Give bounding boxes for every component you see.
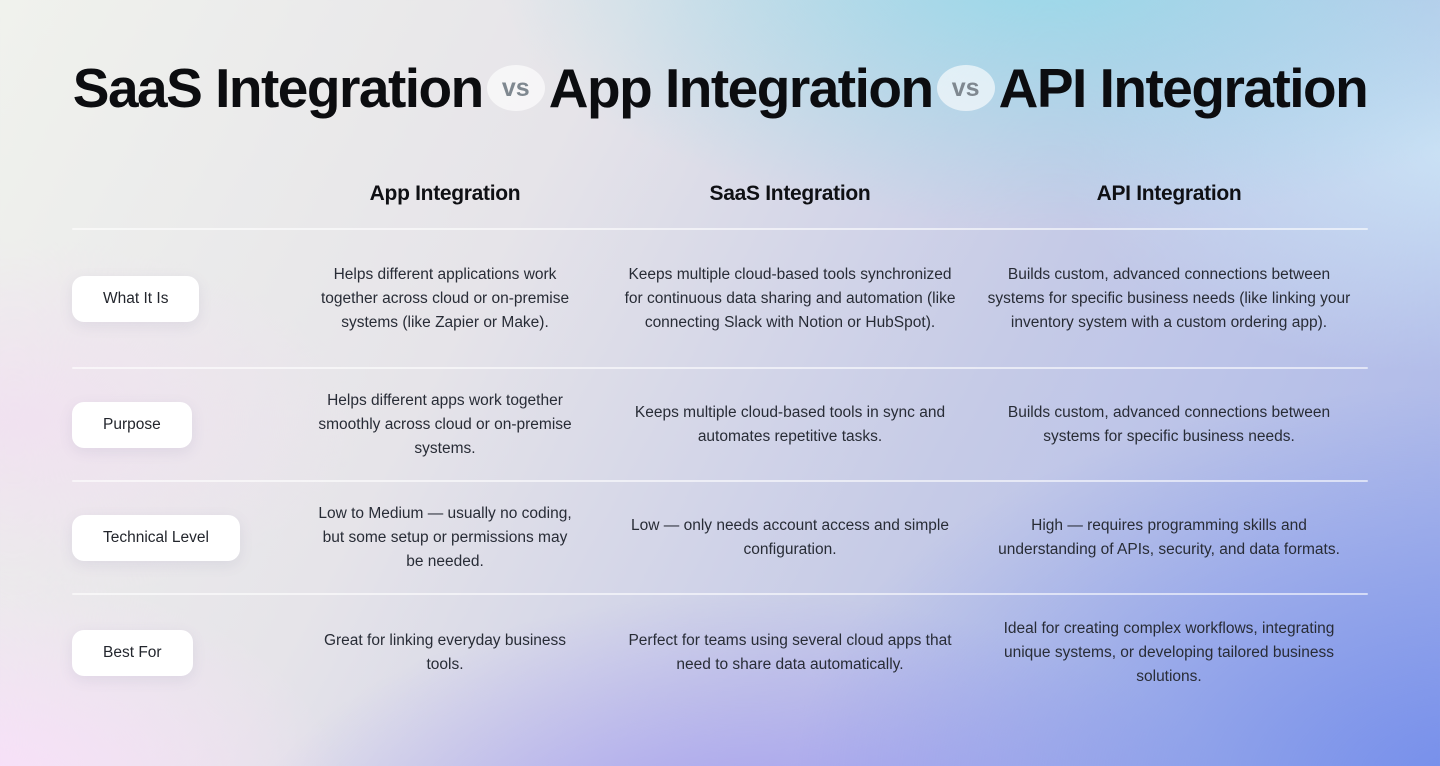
- row-label-pill: Purpose: [72, 401, 192, 448]
- column-header-saas-integration: SaaS Integration: [709, 182, 871, 205]
- table-header-row: App Integration SaaS Integration API Int…: [72, 176, 1368, 228]
- row-label-cell: What It Is: [72, 275, 280, 322]
- column-header-api-integration: API Integration: [1096, 182, 1242, 205]
- comparison-table: App Integration SaaS Integration API Int…: [72, 176, 1368, 710]
- table-row-what-it-is: What It Is Helps different applications …: [72, 230, 1368, 367]
- page-title: SaaS Integration vs App Integration vs A…: [0, 56, 1440, 120]
- row-label-pill: What It Is: [72, 275, 200, 322]
- table-cell: Great for linking everyday business tool…: [323, 631, 567, 673]
- vs-label: vs: [951, 73, 980, 102]
- row-divider: [72, 367, 1368, 369]
- table-cell: High — requires programming skills and u…: [998, 516, 1340, 558]
- table-row-technical-level: Technical Level Low to Medium — usually …: [72, 482, 1368, 593]
- title-segment-app: App Integration: [548, 57, 934, 119]
- table-cell: Builds custom, advanced connections betw…: [987, 265, 1351, 331]
- table-cell: Low — only needs account access and simp…: [631, 516, 949, 558]
- table-cell: Ideal for creating complex workflows, in…: [1003, 619, 1335, 685]
- vs-badge: vs: [486, 65, 545, 111]
- table-cell: Low to Medium — usually no coding, but s…: [318, 504, 572, 570]
- column-header-app-integration: App Integration: [369, 182, 521, 205]
- table-cell: Helps different applications work togeth…: [320, 265, 570, 331]
- title-segment-saas: SaaS Integration: [72, 57, 484, 119]
- row-label-pill: Best For: [72, 629, 193, 676]
- row-label-cell: Purpose: [72, 401, 280, 448]
- vs-badge: vs: [936, 65, 995, 111]
- row-label-cell: Best For: [72, 629, 280, 676]
- table-row-purpose: Purpose Helps different apps work togeth…: [72, 369, 1368, 480]
- vs-label: vs: [501, 73, 530, 102]
- row-divider: [72, 228, 1368, 230]
- table-row-best-for: Best For Great for linking everyday busi…: [72, 595, 1368, 710]
- row-divider: [72, 593, 1368, 595]
- table-cell: Builds custom, advanced connections betw…: [1007, 403, 1331, 445]
- table-cell: Keeps multiple cloud-based tools synchro…: [624, 265, 956, 331]
- row-label-pill: Technical Level: [72, 514, 240, 561]
- row-label-cell: Technical Level: [72, 514, 280, 561]
- title-segment-api: API Integration: [998, 57, 1369, 119]
- table-cell: Helps different apps work together smoot…: [318, 391, 572, 457]
- table-cell: Keeps multiple cloud-based tools in sync…: [634, 403, 946, 445]
- row-divider: [72, 480, 1368, 482]
- table-cell: Perfect for teams using several cloud ap…: [628, 631, 952, 673]
